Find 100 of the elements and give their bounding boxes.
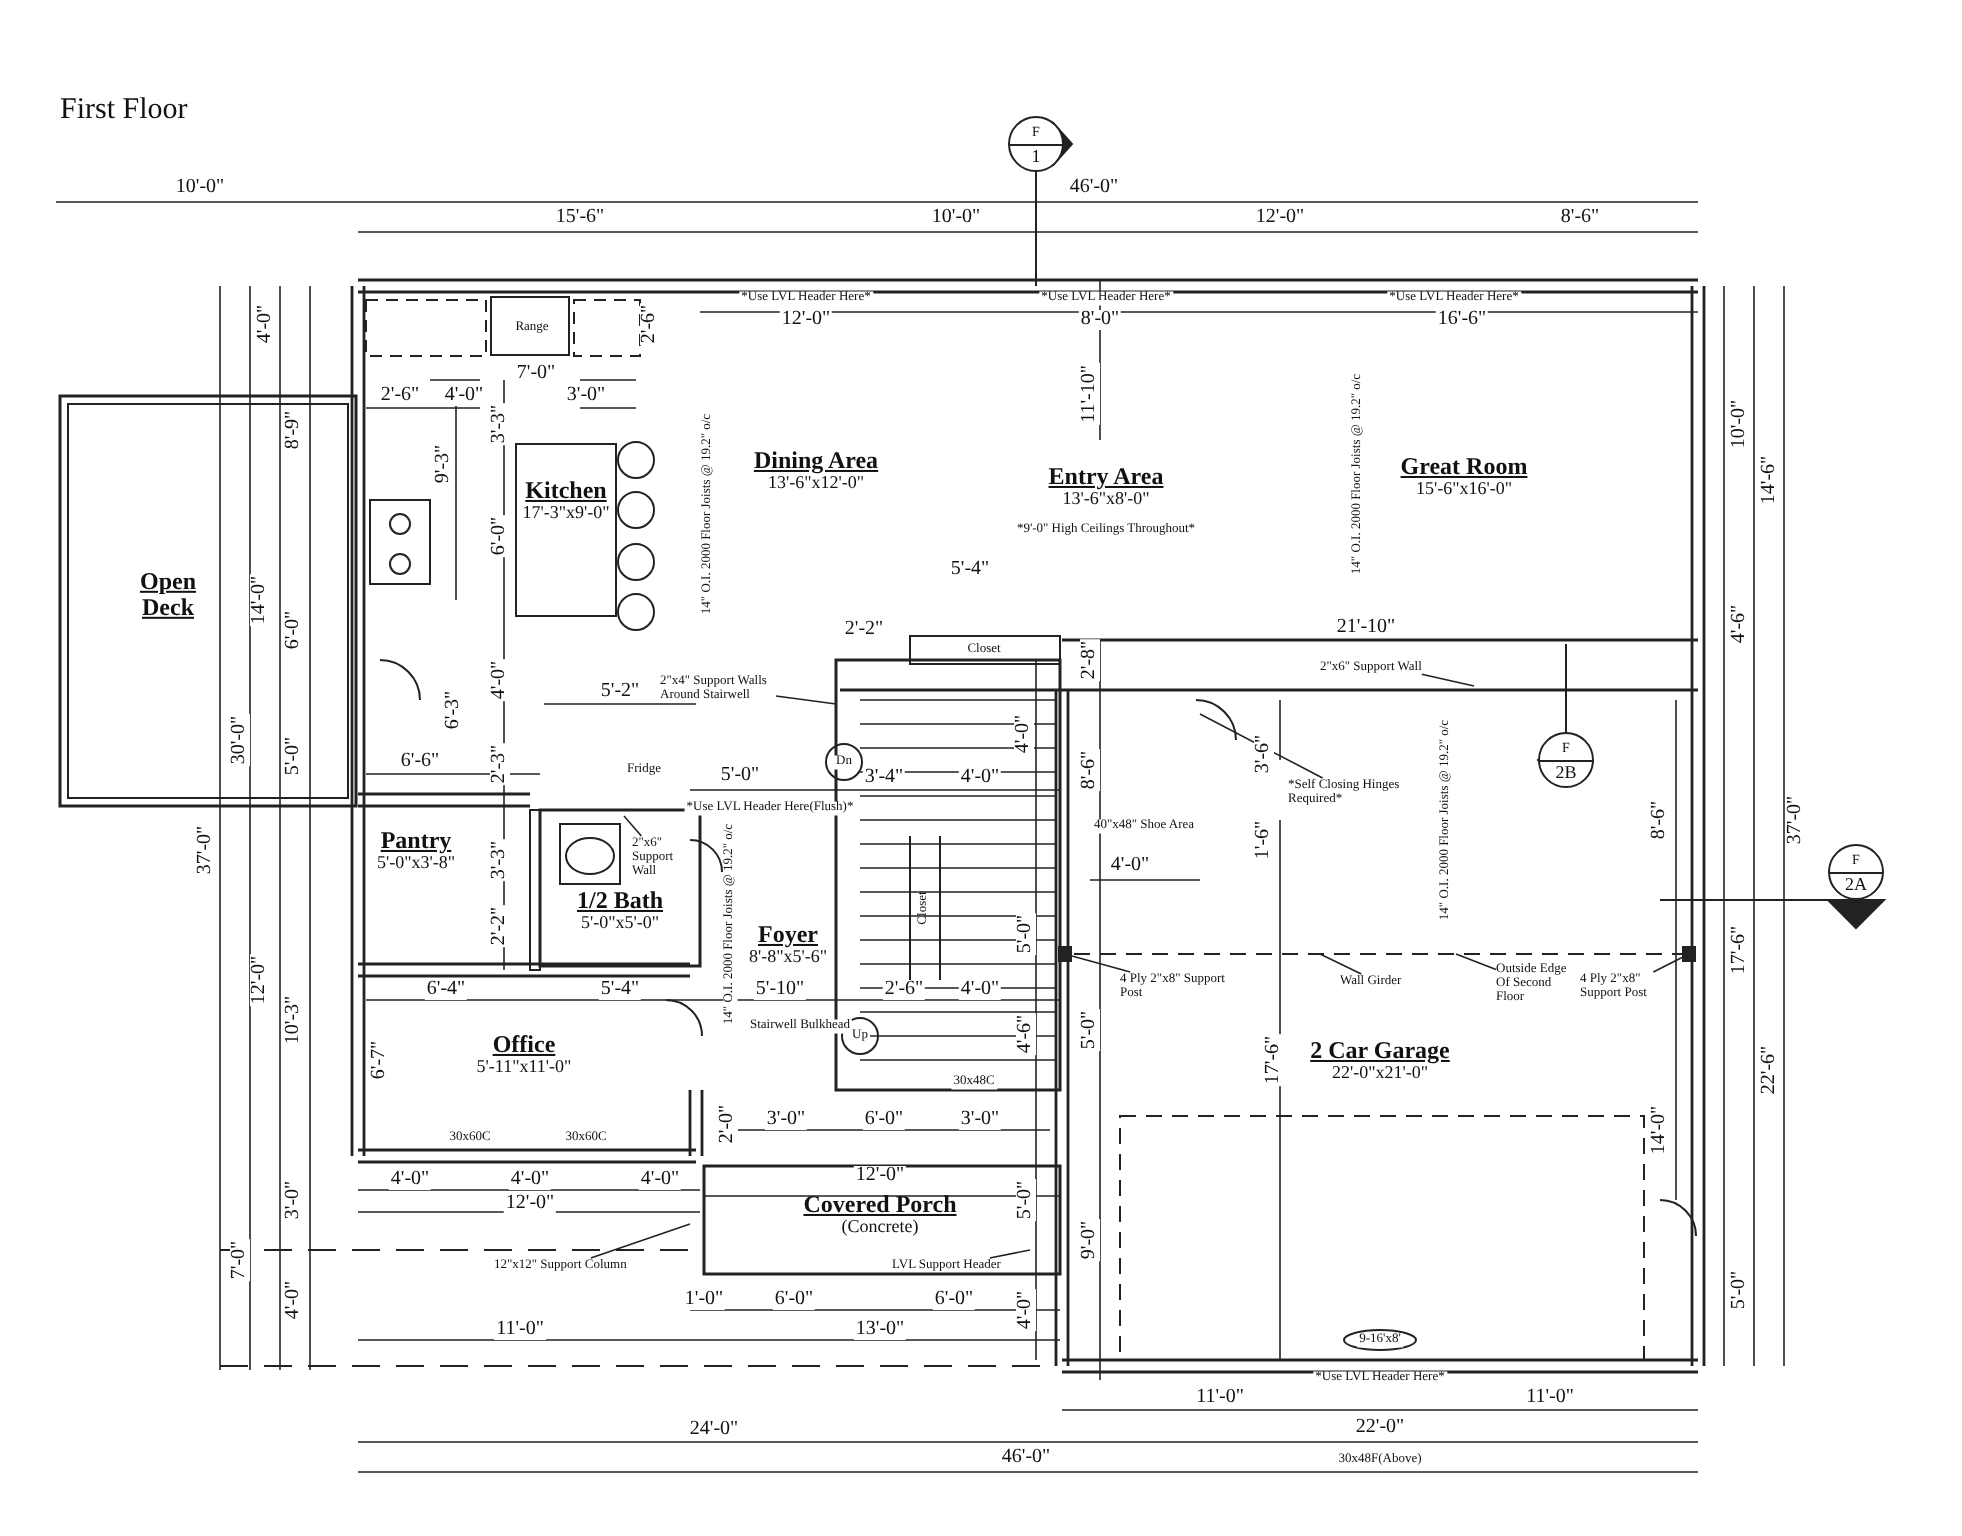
dimension-text: 11'-0" (494, 1320, 546, 1340)
dimension-text: 11'-0" (1524, 1388, 1576, 1408)
support-post (1058, 946, 1072, 962)
dimension-text: 3'-6" (1254, 732, 1274, 776)
dimension-text: 5'-4" (948, 560, 992, 580)
room-size: 5'-0"x3'-8" (376, 853, 456, 873)
leader-line (1199, 713, 1324, 779)
dimension-text: 4'-0" (442, 386, 486, 406)
dimension-text: 37'-0" (196, 823, 216, 877)
dimension-text: 3'-4" (862, 768, 906, 788)
dimension-text: 4'-0" (490, 658, 510, 702)
leader-line (1319, 953, 1363, 975)
room-name: Pantry (378, 827, 454, 854)
dimension-text: 5'-0" (718, 766, 762, 786)
section-marker (1828, 844, 1884, 900)
appliance-box (490, 296, 570, 356)
dimension-text: 2'-6" (640, 302, 660, 346)
dimension-text: 5'-0" (1016, 912, 1036, 956)
room-size: (Concrete) (839, 1217, 921, 1237)
dimension-text: 24'-0" (687, 1420, 741, 1440)
dimension-text: 6'-6" (398, 752, 442, 772)
dimension-text: 4'-0" (638, 1170, 682, 1190)
room-name: Covered Porch (803, 1191, 957, 1218)
dimension-text: 10'-0" (1730, 397, 1750, 451)
dimension-text: 8'-0" (1078, 310, 1122, 330)
dimension-text: 13'-0" (853, 1320, 907, 1340)
leader-line (775, 695, 837, 705)
leader-line (590, 1223, 691, 1259)
dimension-text: 2'-2" (842, 620, 886, 640)
marker-text: 2B (1553, 764, 1579, 782)
room-name: Entry Area (1048, 463, 1164, 490)
dimension-text: 4'-0" (284, 1278, 304, 1322)
room-size: 13'-6"x8'-0" (1062, 489, 1152, 509)
dimension-text: 12'-0" (250, 953, 270, 1007)
dimension-text: 4'-0" (256, 302, 276, 346)
dimension-text: 4'-6" (1016, 1012, 1036, 1056)
dimension-text: 4'-0" (958, 980, 1002, 1000)
room-name: Dining Area (753, 447, 879, 474)
support-post (1682, 946, 1696, 962)
dimension-text: 1'-0" (682, 1290, 726, 1310)
dimension-text: 4'-0" (1016, 1288, 1036, 1332)
dimension-text: 3'-0" (958, 1110, 1002, 1130)
room-name: Open Deck (137, 568, 198, 620)
room-name: 2 Car Garage (1310, 1037, 1450, 1064)
room-size: 15'-6"x16'-0" (1413, 479, 1515, 499)
dimension-text: 6'-0" (932, 1290, 976, 1310)
dimension-text: 11'-0" (1194, 1388, 1246, 1408)
dimension-text: 7'-0" (230, 1238, 250, 1282)
dimension-text: 6'-3" (444, 688, 464, 732)
dimension-text: 8'-6" (1080, 748, 1100, 792)
leader-line (1652, 956, 1683, 973)
dimension-text: 3'-0" (284, 1178, 304, 1222)
leader-line (1455, 953, 1497, 971)
dimension-text: 4'-0" (1108, 856, 1152, 876)
dimension-text: 12'-0" (779, 310, 833, 330)
room-name: Office (490, 1031, 558, 1058)
dimension-text: 2'-0" (718, 1102, 738, 1146)
room-size: 5'-11"x11'-0" (476, 1057, 572, 1077)
dimension-text: 4'-0" (958, 768, 1002, 788)
dimension-text: 22'-6" (1760, 1043, 1780, 1097)
room-name: 1/2 Bath (577, 887, 663, 914)
dimension-text: 5'-0" (1080, 1008, 1100, 1052)
dimension-text: 5'-10" (753, 980, 807, 1000)
dimension-text: 5'-0" (1730, 1268, 1750, 1312)
room-size: 8'-8"x5'-6" (748, 947, 828, 967)
dimension-text: 4'-0" (508, 1170, 552, 1190)
dimension-text: 22'-0" (1353, 1418, 1407, 1438)
dimension-text: 3'-0" (564, 386, 608, 406)
section-marker (1008, 116, 1064, 172)
dimension-text: 14'-0" (250, 573, 270, 627)
dimension-text: 11'-10" (1080, 363, 1100, 425)
dimension-text: 6'-0" (862, 1110, 906, 1130)
dimension-text: 7'-0" (514, 364, 558, 384)
dimension-text: 6'-7" (370, 1038, 390, 1082)
dimension-text: 2'-8" (1080, 638, 1100, 682)
room-size: 13'-6"x12'-0" (767, 473, 867, 493)
dimension-text: 8'-9" (284, 408, 304, 452)
dimension-text: 17'-6" (1730, 923, 1750, 977)
marker-text: 2A (1843, 876, 1869, 894)
dimension-text: 2'-3" (490, 742, 510, 786)
room-size: 17'-3"x9'-0" (522, 503, 610, 523)
dimension-text: 12'-0" (503, 1194, 557, 1214)
dimension-text: 21'-10" (1334, 618, 1398, 638)
dimension-text: 12'-0" (1253, 208, 1307, 228)
dimension-text: 3'-3" (490, 838, 510, 882)
leader-line (989, 1249, 1031, 1259)
dimension-text: 14'-6" (1760, 453, 1780, 507)
dimension-text: 2'-2" (490, 904, 510, 948)
dimension-text: 9'-0" (1080, 1218, 1100, 1262)
marker-text: 1 (1029, 148, 1043, 166)
dimension-text: 3'-3" (490, 402, 510, 446)
leader-line (1421, 673, 1475, 687)
dimension-text: 46'-0" (999, 1448, 1053, 1468)
dimension-text: 10'-0" (173, 178, 227, 198)
dimension-text: 6'-0" (490, 514, 510, 558)
room-size: 22'-0"x21'-0" (1329, 1063, 1429, 1083)
dimension-text: 3'-0" (764, 1110, 808, 1130)
dimension-text: 1'-6" (1254, 818, 1274, 862)
dimension-text: 2'-6" (882, 980, 926, 1000)
dimension-text: 15'-6" (553, 208, 607, 228)
